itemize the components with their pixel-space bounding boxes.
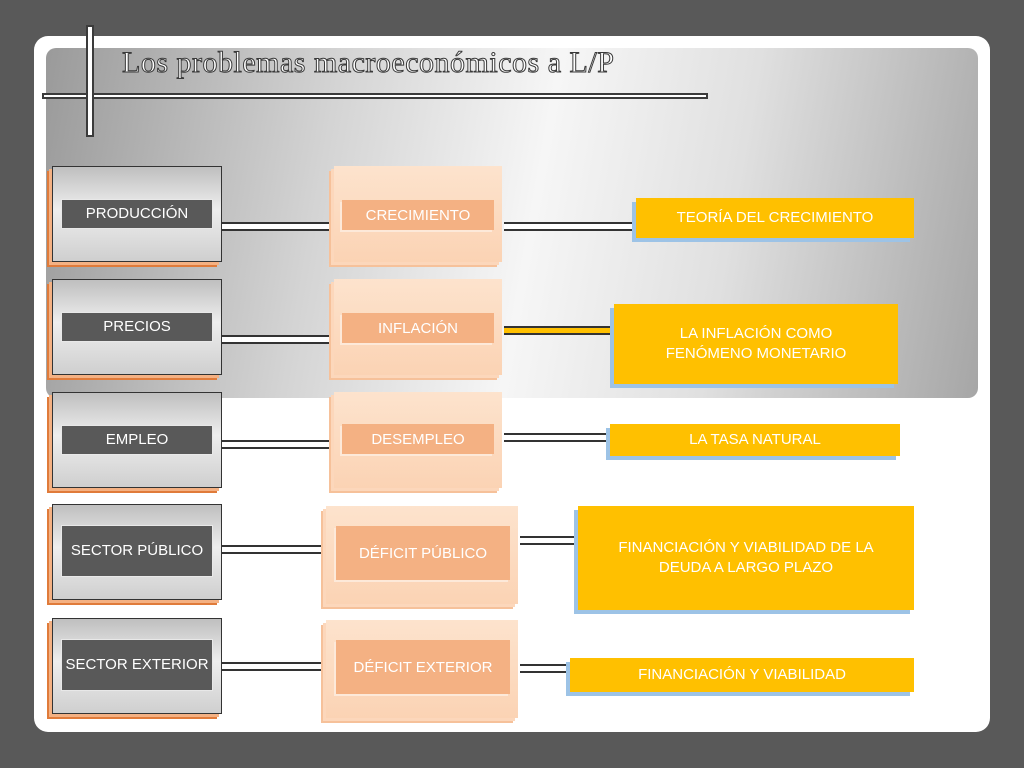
connector-right-1	[504, 222, 634, 231]
left-card-precios: PRECIOS	[52, 279, 222, 375]
left-card-sector-exterior: SECTOR EXTERIOR	[52, 618, 222, 714]
middle-label-deficit-publico: DÉFICIT PÚBLICO	[336, 526, 510, 580]
left-label-produccion: PRODUCCIÓN	[61, 199, 213, 229]
connector-right-4	[520, 536, 578, 545]
middle-label-deficit-exterior: DÉFICIT EXTERIOR	[336, 640, 510, 694]
title-vertical-bar	[86, 25, 94, 137]
right-label-tasa-natural: LA TASA NATURAL	[610, 424, 900, 456]
left-card-empleo: EMPLEO	[52, 392, 222, 488]
connector-left-2	[222, 335, 332, 344]
middle-label-inflacion: INFLACIÓN	[342, 313, 494, 343]
middle-label-desempleo: DESEMPLEO	[342, 424, 494, 454]
left-label-sector-publico: SECTOR PÚBLICO	[61, 525, 213, 577]
left-card-produccion: PRODUCCIÓN	[52, 166, 222, 262]
left-label-precios: PRECIOS	[61, 312, 213, 342]
page-title: Los problemas macroeconómicos a L/P	[122, 46, 615, 80]
connector-left-5	[222, 662, 322, 671]
connector-left-1	[222, 222, 332, 231]
title-underline-bar	[42, 93, 708, 99]
connector-right-5	[520, 664, 570, 673]
connector-left-4	[222, 545, 322, 554]
left-label-empleo: EMPLEO	[61, 425, 213, 455]
connector-right-2	[504, 326, 614, 335]
connector-right-3	[504, 433, 610, 442]
right-label-inflacion-monetario: LA INFLACIÓN COMO FENÓMENO MONETARIO	[614, 304, 898, 384]
middle-label-crecimiento: CRECIMIENTO	[342, 200, 494, 230]
right-label-financiacion-viabilidad: FINANCIACIÓN Y VIABILIDAD	[570, 658, 914, 692]
left-card-sector-publico: SECTOR PÚBLICO	[52, 504, 222, 600]
right-label-teoria-crecimiento: TEORÍA DEL CRECIMIENTO	[636, 198, 914, 238]
connector-left-3	[222, 440, 332, 449]
left-label-sector-exterior: SECTOR EXTERIOR	[61, 639, 213, 691]
right-label-financiacion-deuda: FINANCIACIÓN Y VIABILIDAD DE LA DEUDA A …	[578, 506, 914, 610]
